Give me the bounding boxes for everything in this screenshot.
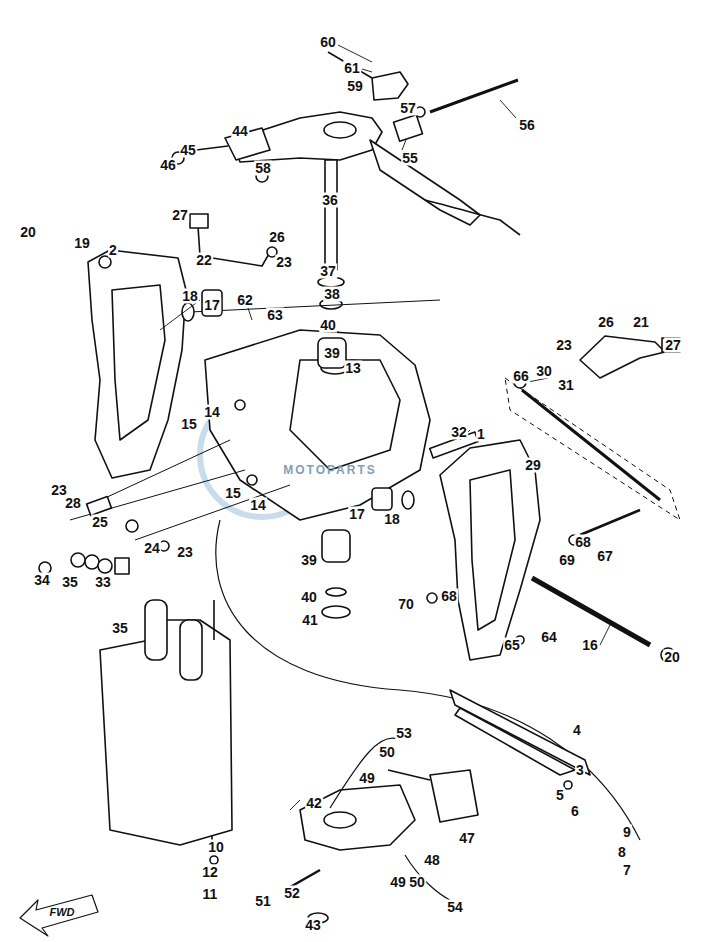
callout-number: 40 <box>300 590 318 605</box>
callout-number: 52 <box>283 886 301 901</box>
callout-number: 55 <box>401 151 419 166</box>
callout-number: 12 <box>201 865 219 880</box>
callout-number: 53 <box>395 726 413 741</box>
callout-number: 22 <box>195 253 213 268</box>
callout-number: 30 <box>535 364 553 379</box>
callout-number: 46 <box>159 158 177 173</box>
callout-number: 24 <box>143 541 161 556</box>
callout-number: 35 <box>61 575 79 590</box>
callout-number: 61 <box>343 61 361 76</box>
watermark: MOTOPARTS <box>282 463 378 478</box>
callout-number: 49 <box>389 875 407 890</box>
callout-number: 13 <box>344 361 362 376</box>
callout-number: 15 <box>224 486 242 501</box>
callout-number: 60 <box>319 35 337 50</box>
callout-number: 40 <box>319 318 337 333</box>
callout-number: 66 <box>512 369 530 384</box>
callout-number: 34 <box>33 573 51 588</box>
callout-number: 7 <box>622 863 632 878</box>
callout-number: 50 <box>378 745 396 760</box>
callout-number: 23 <box>176 545 194 560</box>
callout-number: 5 <box>555 788 565 803</box>
callout-number: 68 <box>440 589 458 604</box>
callout-number: 65 <box>503 638 521 653</box>
callout-number: 69 <box>558 553 576 568</box>
callout-number: 67 <box>596 549 614 564</box>
callout-number: 39 <box>300 553 318 568</box>
callout-number: 20 <box>19 225 37 240</box>
callout-number: 20 <box>663 650 681 665</box>
callout-number: 63 <box>266 308 284 323</box>
callout-number: 50 <box>408 875 426 890</box>
callout-number: 38 <box>323 287 341 302</box>
callout-number: 6 <box>570 804 580 819</box>
callout-number: 23 <box>275 255 293 270</box>
callout-number: 57 <box>399 101 417 116</box>
callout-number: 49 <box>358 771 376 786</box>
callout-number: 14 <box>203 405 221 420</box>
callout-number: 44 <box>231 124 249 139</box>
callout-number: 11 <box>202 887 219 902</box>
callout-number: 31 <box>557 378 575 393</box>
callout-number: 18 <box>383 512 401 527</box>
callout-number: 39 <box>323 346 341 361</box>
callout-number: 15 <box>180 417 198 432</box>
callout-number: 43 <box>304 918 322 933</box>
callout-number: 3 <box>575 763 585 778</box>
callout-number: 17 <box>348 507 366 522</box>
callout-number: 62 <box>236 293 254 308</box>
callout-number: 26 <box>597 315 615 330</box>
callout-number: 8 <box>617 845 627 860</box>
callout-number: 41 <box>301 613 319 628</box>
callout-number: 51 <box>254 894 272 909</box>
callout-number: 28 <box>64 496 82 511</box>
callout-number: 54 <box>446 900 464 915</box>
callout-number: 70 <box>397 597 415 612</box>
callout-number: 18 <box>181 289 199 304</box>
callout-number: 45 <box>179 143 197 158</box>
callout-number: 17 <box>203 298 221 313</box>
callout-number: 32 <box>450 425 468 440</box>
callout-number: 16 <box>581 638 599 653</box>
callout-number: 64 <box>540 630 558 645</box>
callout-number: 27 <box>664 338 682 353</box>
callout-number: 29 <box>524 458 542 473</box>
callout-number: 37 <box>319 264 337 279</box>
callout-number: 48 <box>423 853 441 868</box>
direction-label: FWD <box>48 905 75 920</box>
callout-number: 23 <box>555 338 573 353</box>
callout-number: 19 <box>73 236 91 251</box>
callout-number: 1 <box>476 427 486 442</box>
callout-number: 36 <box>321 193 339 208</box>
callout-number: 9 <box>622 825 632 840</box>
callout-number: 27 <box>171 208 189 223</box>
callout-number: 26 <box>268 230 286 245</box>
callout-number: 14 <box>249 498 267 513</box>
callout-number: 33 <box>94 575 112 590</box>
callout-number: 68 <box>574 535 592 550</box>
callout-number: 42 <box>305 796 323 811</box>
callout-number: 4 <box>572 723 582 738</box>
callout-number: 58 <box>254 161 272 176</box>
callout-number: 59 <box>346 79 364 94</box>
callout-number: 47 <box>458 831 476 846</box>
callout-number: 2 <box>108 243 118 258</box>
callout-number: 35 <box>111 621 129 636</box>
callout-number: 25 <box>91 515 109 530</box>
callout-number: 21 <box>632 315 650 330</box>
callout-number: 56 <box>518 118 536 133</box>
callout-number: 10 <box>207 840 225 855</box>
